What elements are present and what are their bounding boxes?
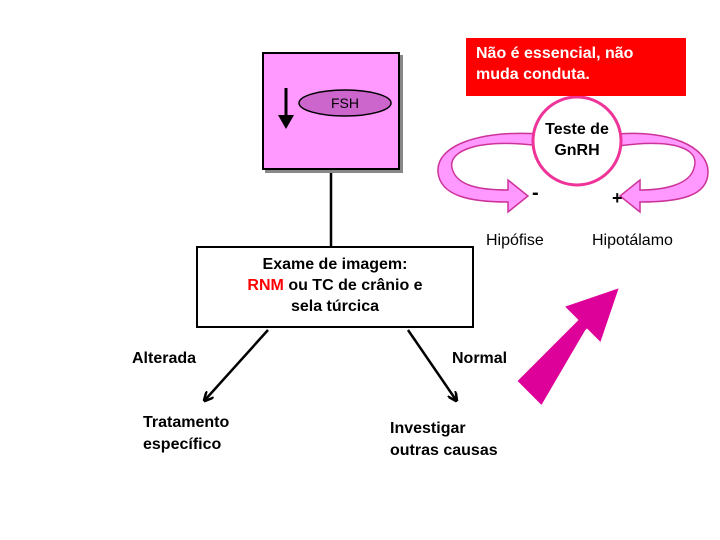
exam-line-1: Exame de imagem:	[262, 256, 408, 273]
arrow-to-investigar	[406, 329, 456, 400]
note-box: Não é essencial, não muda conduta.	[466, 38, 686, 96]
target-hipotalamo: Hipotálamo	[592, 232, 673, 249]
curved-arrow-left	[437, 132, 541, 214]
exam-rnm: RNM	[247, 277, 284, 294]
outcome-tratamento-line-2: específico	[143, 436, 222, 453]
branch-label-alterada: Alterada	[132, 350, 197, 367]
gnrh-test-circle	[531, 95, 623, 187]
outcome-investigar-line-1: Investigar	[390, 420, 466, 437]
note-line-2: muda conduta.	[476, 66, 590, 83]
arrow-to-tratamento	[205, 329, 269, 400]
fsh-label: FSH	[331, 95, 359, 111]
outcome-tratamento: Tratamento específico	[143, 412, 229, 456]
exam-line-3: sela túrcica	[290, 298, 380, 315]
plus-sign: +	[612, 188, 623, 208]
note-line-1: Não é essencial, não	[476, 45, 634, 62]
fsh-oval	[298, 89, 392, 117]
branch-label-normal: Normal	[452, 350, 508, 367]
gnrh-test-label: Teste de GnRH	[533, 119, 621, 161]
outcome-investigar-line-2: outras causas	[390, 442, 498, 459]
outcome-tratamento-line-1: Tratamento	[143, 414, 230, 431]
curved-arrow-right	[617, 132, 709, 214]
gnrh-test-line-2: GnRH	[554, 142, 600, 159]
exam-line-2-rest: ou TC de crânio e	[288, 277, 423, 294]
gnrh-test-line-1: Teste de	[545, 121, 609, 138]
target-hipofise: Hipófise	[486, 232, 544, 249]
minus-sign: -	[532, 182, 539, 204]
outcome-investigar: Investigar outras causas	[390, 418, 498, 462]
exam-line-2: RNM ou TC de crânio e	[198, 275, 472, 296]
down-arrow-icon	[278, 88, 294, 129]
exam-box: Exame de imagem: RNM ou TC de crânio e s…	[196, 246, 474, 328]
